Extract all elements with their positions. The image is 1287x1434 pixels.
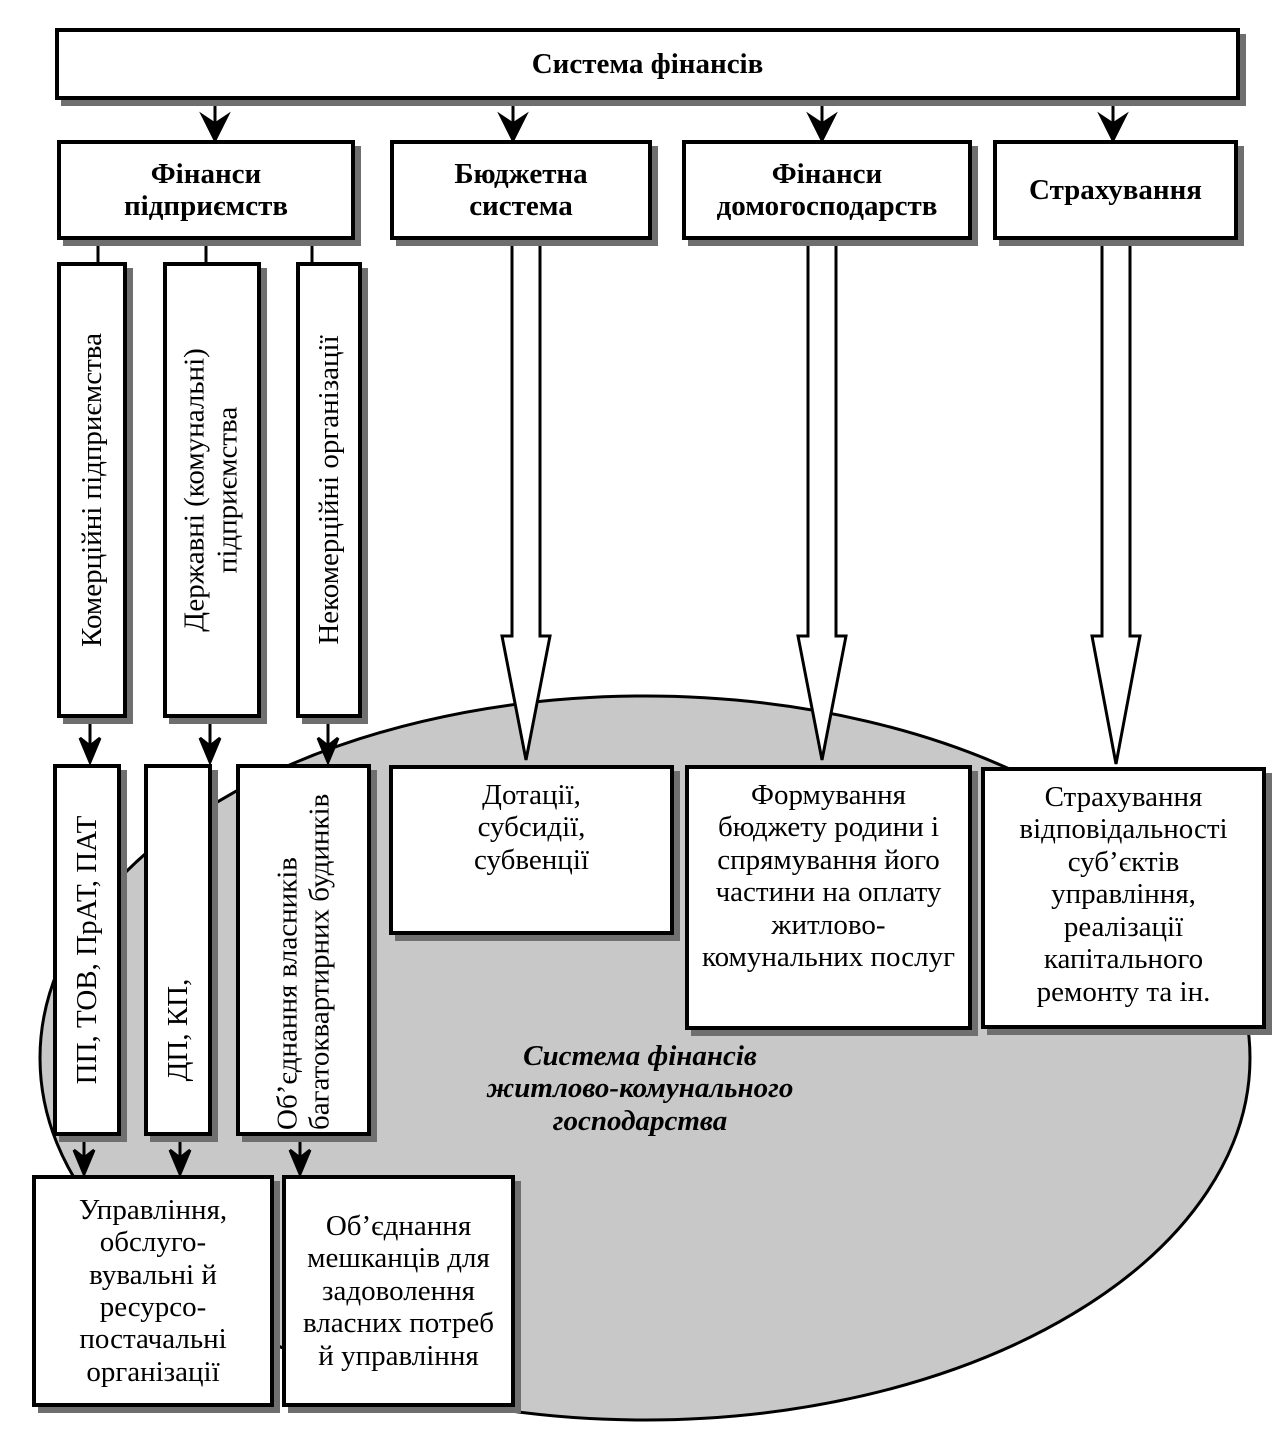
type-form-arrows bbox=[78, 718, 340, 766]
liability-insurance-label: Страхування відповідальності суб’єктів у… bbox=[1019, 781, 1228, 1008]
enterprise-finance-label: Фінанси підприємств bbox=[123, 157, 289, 222]
state-forms-box: ДП, КП, bbox=[144, 764, 212, 1136]
subsidies-box: Дотації, субсидії, субвенції bbox=[389, 765, 674, 935]
housing-finance-label: Система фінансів житлово-комунального го… bbox=[455, 1040, 825, 1137]
state-enterprises-box: Державні (комунальні) підприємства bbox=[163, 262, 261, 718]
nonprofit-box: Некомерційні організації bbox=[296, 262, 362, 718]
insurance-label: Страхування bbox=[1029, 173, 1202, 206]
residents-association-box: Об’єднання мешканців для задоволення вла… bbox=[282, 1175, 515, 1407]
budget-system-box: Бюджетна система bbox=[390, 140, 652, 240]
household-big-arrow bbox=[796, 242, 848, 761]
housing-finance-text: Система фінансів житлово-комунального го… bbox=[486, 1040, 794, 1137]
insurance-big-arrow bbox=[1090, 242, 1142, 765]
owners-association-box: Об’єднання власників багатоквартирних бу… bbox=[236, 764, 371, 1136]
enterprise-connectors bbox=[96, 240, 314, 262]
root-arrows bbox=[199, 100, 1129, 144]
household-finance-box: Фінанси домогосподарств bbox=[682, 140, 972, 240]
household-finance-label: Фінанси домогосподарств bbox=[716, 157, 938, 222]
budget-system-label: Бюджетна система bbox=[454, 157, 588, 222]
state-enterprises-label: Державні (комунальні) підприємства bbox=[179, 270, 246, 710]
legal-forms-label: ПП, ТОВ, ПрАТ, ПАТ bbox=[70, 815, 103, 1085]
budget-big-arrow bbox=[500, 242, 552, 761]
insurance-box: Страхування bbox=[993, 140, 1238, 240]
state-forms-label: ДП, КП, bbox=[161, 978, 194, 1082]
commercial-enterprises-label: Комерційні підприємства bbox=[75, 333, 108, 647]
owners-association-label: Об’єднання власників багатоквартирних бу… bbox=[271, 770, 336, 1130]
root-label: Система фінансів bbox=[531, 47, 764, 80]
management-organizations-label: Управління, обслуго-вувальні й ресурсо-п… bbox=[78, 1193, 228, 1388]
family-budget-label: Формування бюджету родини і спрямування … bbox=[701, 779, 956, 974]
residents-association-label: Об’єднання мешканців для задоволення вла… bbox=[302, 1209, 495, 1372]
management-organizations-box: Управління, обслуго-вувальні й ресурсо-п… bbox=[32, 1175, 274, 1407]
family-budget-box: Формування бюджету родини і спрямування … bbox=[685, 765, 972, 1030]
liability-insurance-box: Страхування відповідальності суб’єктів у… bbox=[981, 767, 1266, 1029]
enterprise-finance-box: Фінанси підприємств bbox=[57, 140, 355, 240]
form-bottom-arrows bbox=[72, 1135, 312, 1178]
commercial-enterprises-box: Комерційні підприємства bbox=[57, 262, 127, 718]
state-enterprises-text: Державні (комунальні) підприємства bbox=[178, 348, 244, 632]
root-box: Система фінансів bbox=[55, 28, 1240, 100]
owners-association-text: Об’єднання власників багатоквартирних бу… bbox=[271, 793, 336, 1130]
legal-forms-box: ПП, ТОВ, ПрАТ, ПАТ bbox=[53, 764, 121, 1136]
nonprofit-label: Некомерційні організації bbox=[312, 335, 345, 645]
subsidies-label: Дотації, субсидії, субвенції bbox=[474, 779, 589, 876]
